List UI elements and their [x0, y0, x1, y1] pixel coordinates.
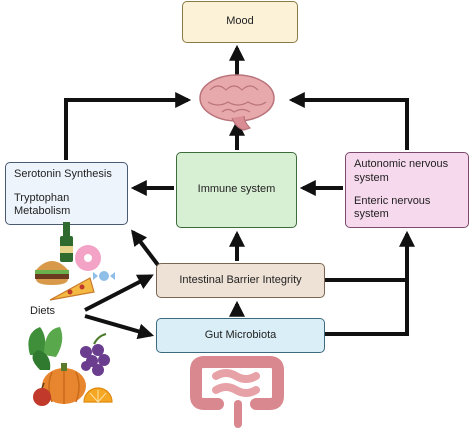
- arrow-barrier-to-serotonin: [131, 229, 160, 267]
- gut-microbiota-box: Gut Microbiota: [156, 318, 325, 353]
- brain-illustration: [199, 74, 275, 131]
- arrow-serotonin-to-brain: [64, 92, 192, 160]
- nervous-system-box: Autonomic nervous system Enteric nervous…: [345, 152, 469, 228]
- diets-label: Diets: [30, 305, 56, 317]
- serotonin-synthesis-label: Serotonin Synthesis: [14, 167, 112, 180]
- immune-system-label: Immune system: [197, 183, 276, 196]
- arrow-diets-to-barrier: [84, 274, 154, 312]
- enteric-nervous-system-label: Enteric nervous system: [354, 194, 431, 221]
- gut-microbiota-label: Gut Microbiota: [204, 328, 277, 341]
- mood-label: Mood: [226, 15, 254, 28]
- healthy-food-illustration: [28, 327, 113, 406]
- intestinal-barrier-box: Intestinal Barrier Integrity: [156, 263, 325, 298]
- serotonin-box: Serotonin Synthesis Tryptophan Metabolis…: [5, 162, 128, 225]
- intestinal-barrier-label: Intestinal Barrier Integrity: [179, 273, 302, 286]
- mood-box: Mood: [182, 1, 298, 43]
- arrow-autonomic-to-brain: [288, 92, 409, 150]
- arrow-gut-to-autonomic: [325, 230, 415, 336]
- arrow-diets-to-gut: [84, 314, 155, 340]
- immune-system-box: Immune system: [176, 152, 297, 228]
- intestine-illustration: [190, 356, 284, 428]
- junk-food-illustration: [35, 222, 115, 301]
- tryptophan-metabolism-label: Tryptophan Metabolism: [14, 191, 71, 218]
- autonomic-nervous-system-label: Autonomic nervous system: [354, 158, 449, 184]
